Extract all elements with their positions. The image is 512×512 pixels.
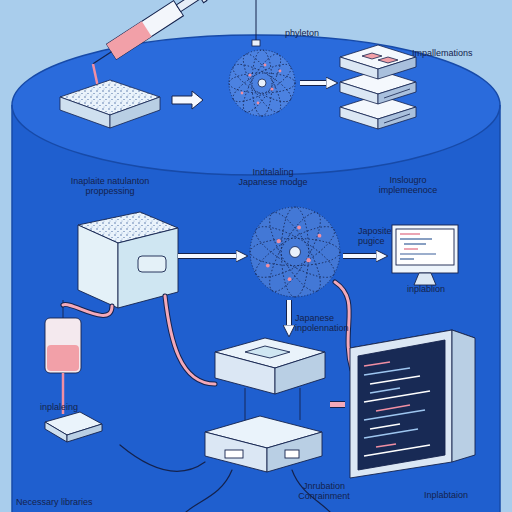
network-sphere: Indtalaling Japanese modge	[248, 205, 343, 300]
tubes	[63, 282, 352, 512]
network-sphere: phyleton	[225, 47, 300, 119]
edge-label: Japanese inpolennation	[295, 313, 353, 333]
monitor	[392, 225, 458, 285]
connector	[178, 256, 237, 257]
monitor: inplablion	[388, 222, 462, 290]
processing-box: Inaplaite natulanton proppessing	[75, 212, 178, 310]
callout-label: inplaleing	[40, 402, 100, 412]
connector-outline	[178, 253, 237, 259]
connector	[289, 300, 290, 326]
network-sphere	[249, 206, 340, 297]
syringe	[88, 0, 207, 71]
connector-outline	[286, 300, 292, 326]
connector	[343, 256, 377, 257]
code-panel	[350, 330, 475, 478]
server-stack	[340, 45, 416, 129]
connector	[300, 83, 327, 84]
callout-label: Necessary libraries	[16, 497, 126, 507]
node-label: Jnrubation Conrainment	[291, 481, 357, 501]
flow-arrow	[172, 91, 203, 109]
node-label: Inaplaite natulanton proppessing	[45, 176, 175, 196]
code-panel: Inplabtaion	[345, 322, 477, 474]
processing-box	[78, 212, 178, 308]
connector-outline	[300, 80, 327, 86]
callout-label: Japosite pugice	[358, 226, 400, 246]
node-label: Indtalaling Japanese modge	[238, 167, 308, 187]
textured-block	[60, 80, 160, 128]
node-label: Impallemations	[412, 48, 492, 58]
connector	[330, 404, 345, 405]
tube-connector	[330, 402, 345, 407]
connector-outline	[330, 401, 345, 408]
network-sphere	[228, 49, 295, 116]
node-label: inplablion	[396, 284, 456, 294]
node-label: Inplabtaion	[415, 490, 477, 500]
leader-line	[252, 0, 260, 46]
cylinder	[12, 35, 500, 512]
iv-bag	[45, 300, 102, 442]
arrow-connector	[343, 254, 377, 258]
node-label: phyleton	[285, 28, 340, 38]
arrow-connector	[300, 81, 327, 85]
connector-outline	[343, 253, 377, 259]
arrow-connector	[178, 254, 237, 258]
arrow-connector	[287, 300, 291, 326]
server-stack: Impallemations	[338, 42, 418, 132]
incubation-device: Jnrubation Conrainment	[205, 337, 330, 472]
incubation-device	[205, 338, 325, 472]
callout-label: Inslougro implemeenoce	[372, 175, 444, 195]
